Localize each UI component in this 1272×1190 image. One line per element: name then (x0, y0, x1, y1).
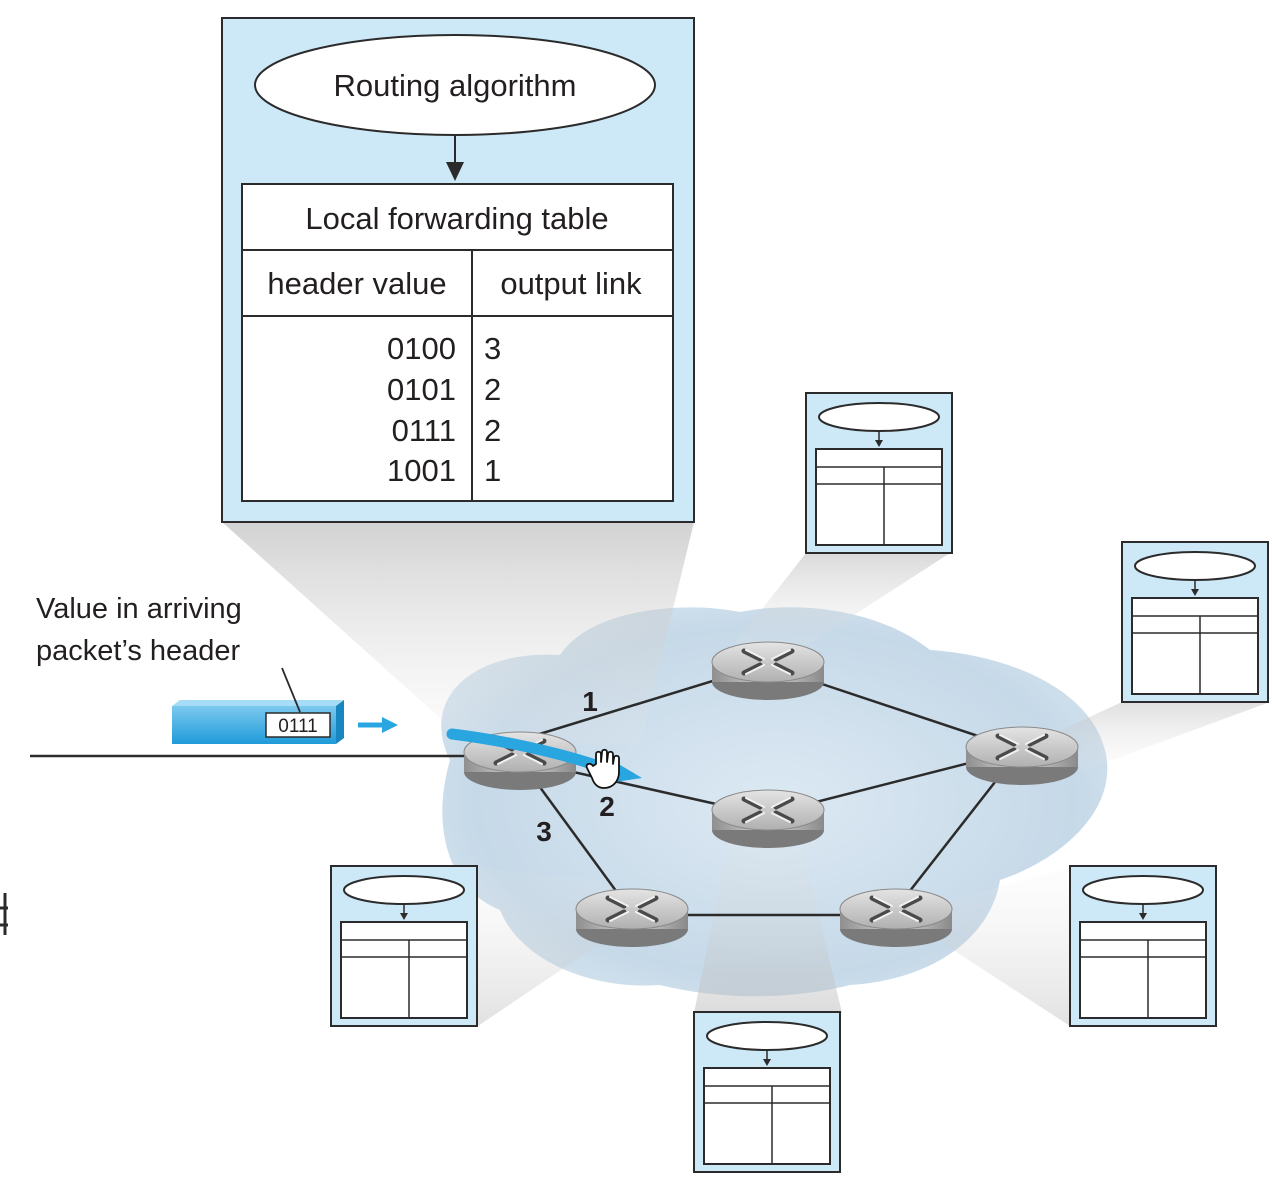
packet-caption-line1: Value in arriving (36, 593, 242, 625)
main-forwarding-panel: Routing algorithm Local forwarding table… (221, 17, 695, 523)
table-row-header: 0111 (392, 413, 456, 448)
table-row-link: 2 (484, 413, 501, 448)
forwarding-table (241, 183, 674, 502)
mini-forwarding-panel (693, 1011, 841, 1173)
table-rows: 0100 3 0101 2 0111 2 1001 1 (387, 331, 501, 488)
table-row-header: 0100 (387, 331, 456, 366)
mini-forwarding-panel (805, 392, 953, 554)
link-label-1: 1 (582, 686, 598, 717)
table-row-header: 0101 (387, 372, 456, 407)
col-output-link: output link (500, 266, 642, 301)
mini-forwarding-panel (330, 865, 478, 1027)
table-title: Local forwarding table (305, 201, 608, 236)
table-row-link: 3 (484, 331, 501, 366)
arriving-packet: 0111 (172, 700, 398, 744)
table-row-link: 1 (484, 453, 501, 488)
table-row-link: 2 (484, 372, 501, 407)
router-icon[interactable] (576, 889, 688, 947)
col-header-value: header value (267, 266, 446, 301)
router-icon[interactable] (712, 642, 824, 700)
link-label-3: 3 (536, 816, 552, 847)
packet-header-value: 0111 (278, 716, 317, 737)
edge-mark (0, 893, 8, 935)
mini-forwarding-panel (1121, 541, 1269, 703)
router-icon[interactable] (840, 889, 952, 947)
router-icon[interactable] (712, 790, 824, 848)
router-icon[interactable] (966, 727, 1078, 785)
link-label-2: 2 (599, 791, 615, 822)
hand-cursor-icon (585, 748, 620, 789)
routing-algorithm-label: Routing algorithm (334, 68, 577, 103)
table-row-header: 1001 (387, 453, 456, 488)
packet-caption-line2: packet’s header (36, 635, 241, 667)
mini-forwarding-panel (1069, 865, 1217, 1027)
